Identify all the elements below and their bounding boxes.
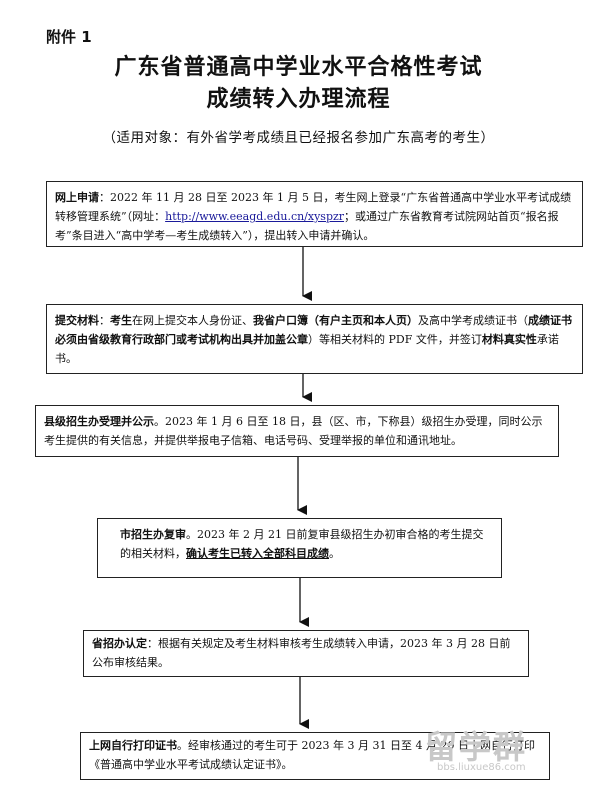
step-online-application: 网上申请：2022 年 11 月 28 日至 2023 年 1 月 5 日，考生… [46, 181, 583, 247]
step-title: 市招生办复审 [120, 528, 186, 541]
step-text: 2023 年 1 月 6 日至 18 日，县（区、市，下称县）级招生办受理，同时… [44, 415, 543, 447]
step-submit-materials: 提交材料：考生在网上提交本人身份证、我省户口簿（有户主页和本人页）及高中学考成绩… [46, 304, 583, 374]
step-city-recheck: 市招生办复审。2023 年 2 月 21 日前复审县级招生办初审合格的考生提交的… [97, 518, 502, 578]
step-title: 上网自行打印证书 [89, 739, 177, 752]
step-text: 2022 年 11 月 28 日至 2023 年 1 月 5 日，考生网上登录“… [55, 191, 572, 223]
step-county-review: 县级招生办受理并公示。2023 年 1 月 6 日至 18 日，县（区、市，下称… [35, 405, 559, 457]
step-print-certificate: 上网自行打印证书。经审核通过的考生可于 2023 年 3 月 31 日至 4 月… [80, 732, 550, 780]
step-text: 根据有关规定及考生材料审核考生成绩转入申请，2023 年 3 月 28 日前公布… [92, 637, 511, 669]
page-title-line1: 广东省普通高中学业水平合格性考试 [114, 54, 483, 80]
watermark: 留学群 bbs.liuxue86.com [425, 722, 595, 782]
step-text: 经审核通过的考生可于 2023 年 3 月 31 日至 4 月 20 日上网自行… [89, 739, 535, 771]
step-province-approval: 省招办认定：根据有关规定及考生材料审核考生成绩转入申请，2023 年 3 月 2… [83, 630, 529, 677]
system-url-link[interactable]: http://www.eeagd.edu.cn/xyspzr [165, 210, 345, 223]
step-title: 提交材料 [55, 314, 99, 327]
page-title-line2: 成绩转入办理流程 [206, 86, 391, 112]
step-text: ；或通过广东省教育考试院网站首页“报名报考”条目进入“高中学考—考生成绩转入”）… [55, 210, 559, 242]
step-text: 2023 年 2 月 21 日前复审县级招生办初审合格的考生提交的相关材料， [120, 528, 484, 560]
watermark-url: bbs.liuxue86.com [437, 762, 526, 773]
watermark-logo: 留学群 [425, 728, 528, 766]
step-title: 县级招生办受理并公示 [44, 415, 154, 428]
step-title: 网上申请 [55, 191, 99, 204]
confirm-all-scores: 确认考生已转入全部科目成绩 [186, 547, 329, 560]
applicable-target: （适用对象：有外省学考成绩且已经报名参加广东高考的考生） [102, 130, 495, 146]
attachment-label: 附件 1 [46, 28, 92, 46]
step-title: 省招办认定 [92, 637, 147, 650]
